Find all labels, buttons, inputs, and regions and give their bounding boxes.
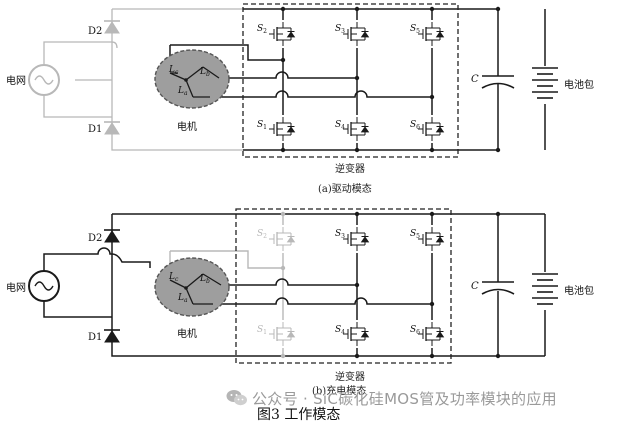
label-lc-b: L	[168, 272, 175, 282]
svg-text:Lb: Lb	[199, 274, 210, 285]
label-lc-sub-a: c	[175, 69, 179, 76]
label-s-letter-a6: S	[410, 120, 416, 130]
label-lb-a: L	[199, 67, 206, 77]
label-s2-sub-a: 2	[263, 28, 267, 35]
label-s3-sub-b: 3	[341, 233, 345, 240]
label-lb-sub-a: b	[206, 71, 210, 78]
label-d1-b: D1	[88, 332, 102, 343]
svg-text:La: La	[177, 86, 188, 97]
label-lc-sub-b: c	[175, 276, 179, 283]
label-s6-sub-b: 6	[416, 329, 420, 336]
svg-text:La: La	[177, 293, 188, 304]
label-d1-a: D1	[88, 124, 102, 135]
label-s-letter-b2: S	[257, 229, 263, 239]
junctions-b	[354, 211, 501, 359]
figure-caption: 图3 工作模态	[257, 407, 341, 423]
label-s1-sub-a: 1	[263, 124, 267, 131]
svg-text:S4: S4	[335, 120, 345, 131]
battery-a	[532, 67, 558, 99]
inverter-label-a: 逆变器	[335, 164, 365, 175]
switches-inactive-b	[268, 225, 296, 348]
junctions-inactive-b	[280, 211, 286, 359]
motor-a	[154, 49, 230, 109]
caption-b: (b)充电模态	[312, 386, 367, 397]
label-la-b: L	[177, 293, 184, 303]
label-battery-b: 电池包	[564, 284, 594, 297]
label-s-letter-b6: S	[410, 325, 416, 335]
diode-d1-b	[103, 329, 121, 343]
label-lb-sub-b: b	[206, 278, 210, 285]
label-s5-sub-a: 5	[416, 28, 420, 35]
svg-text:S5: S5	[410, 24, 420, 35]
label-lb-b: L	[199, 274, 206, 284]
label-capacitor-a: C	[471, 74, 479, 85]
motor-b	[154, 257, 230, 317]
label-lc-a: L	[168, 65, 175, 75]
label-s4-sub-b: 4	[341, 329, 345, 336]
label-s4-sub-a: 4	[341, 124, 345, 131]
svg-text:S1: S1	[257, 120, 267, 131]
junctions-a	[280, 6, 501, 153]
label-s-letter-a3: S	[335, 24, 341, 34]
label-battery-a: 电池包	[564, 78, 594, 91]
labels-a: D2 D1 电网 电机 C 电池包 Lc Lb La	[6, 26, 594, 135]
label-d2-b: D2	[88, 233, 102, 244]
label-motor-b: 电机	[177, 327, 197, 340]
label-motor-a: 电机	[177, 120, 197, 133]
svg-text:S1: S1	[257, 325, 267, 336]
svg-text:S2: S2	[257, 24, 267, 35]
label-grid-b: 电网	[6, 281, 26, 294]
diode-d2-b	[103, 229, 121, 243]
label-s-letter-b4: S	[335, 325, 341, 335]
switch-labels-a: S2 S3 S5 S1 S4 S6	[257, 24, 420, 131]
switches-active-b	[342, 225, 445, 348]
label-s3-sub-a: 3	[341, 28, 345, 35]
svg-text:S6: S6	[410, 120, 420, 131]
label-s2-sub-b: 2	[263, 233, 267, 240]
ac-source-b	[28, 270, 60, 302]
svg-text:S4: S4	[335, 325, 345, 336]
switch-labels-b: S2 S3 S5 S1 S4 S6	[257, 229, 420, 336]
label-s-letter-a1: S	[257, 120, 263, 130]
label-s-letter-a2: S	[257, 24, 263, 34]
svg-text:S5: S5	[410, 229, 420, 240]
svg-text:Lc: Lc	[168, 65, 179, 76]
labels-b: D2 D1 电网 电机 C 电池包 Lc Lb La	[6, 233, 594, 343]
inverter-box-a	[242, 3, 459, 158]
watermark: 公众号 · SiC碳化硅MOS管及功率模块的应用	[226, 388, 557, 409]
label-s-letter-b5: S	[410, 229, 416, 239]
wechat-icon	[226, 390, 247, 406]
label-la-sub-a: a	[184, 90, 188, 97]
svg-text:Lb: Lb	[199, 67, 210, 78]
label-la-a: L	[177, 86, 184, 96]
battery-b	[532, 273, 558, 305]
diagram-charging-mode: D2 D1 电网 电机 C 电池包 Lc Lb La S2 S3 S5 S1 S…	[6, 208, 594, 364]
label-capacitor-b: C	[471, 281, 479, 292]
label-d2-a: D2	[88, 26, 102, 37]
svg-text:S6: S6	[410, 325, 420, 336]
label-s-letter-b1: S	[257, 325, 263, 335]
svg-text:S2: S2	[257, 229, 267, 240]
inverter-box-b	[235, 208, 452, 364]
label-s6-sub-a: 6	[416, 124, 420, 131]
label-grid-a: 电网	[6, 74, 26, 87]
inverter-label-b: 逆变器	[335, 372, 365, 383]
caption-a: (a)驱动模态	[318, 184, 372, 195]
ac-source-a	[28, 64, 60, 96]
diode-d2	[103, 20, 121, 34]
label-s-letter-a4: S	[335, 120, 341, 130]
label-s-letter-b3: S	[335, 229, 341, 239]
diagram-drive-mode: D2 D1 电网 电机 C 电池包 Lc Lb La S2 S3 S5 S1 S…	[6, 3, 594, 158]
switches-a	[268, 20, 445, 143]
label-la-sub-b: a	[184, 297, 188, 304]
label-s1-sub-b: 1	[263, 329, 267, 336]
label-s5-sub-b: 5	[416, 233, 420, 240]
diode-d1	[103, 121, 121, 135]
svg-text:Lc: Lc	[168, 272, 179, 283]
svg-text:S3: S3	[335, 24, 345, 35]
svg-text:S3: S3	[335, 229, 345, 240]
watermark-text: 公众号 · SiC碳化硅MOS管及功率模块的应用	[252, 390, 557, 408]
label-s-letter-a5: S	[410, 24, 416, 34]
